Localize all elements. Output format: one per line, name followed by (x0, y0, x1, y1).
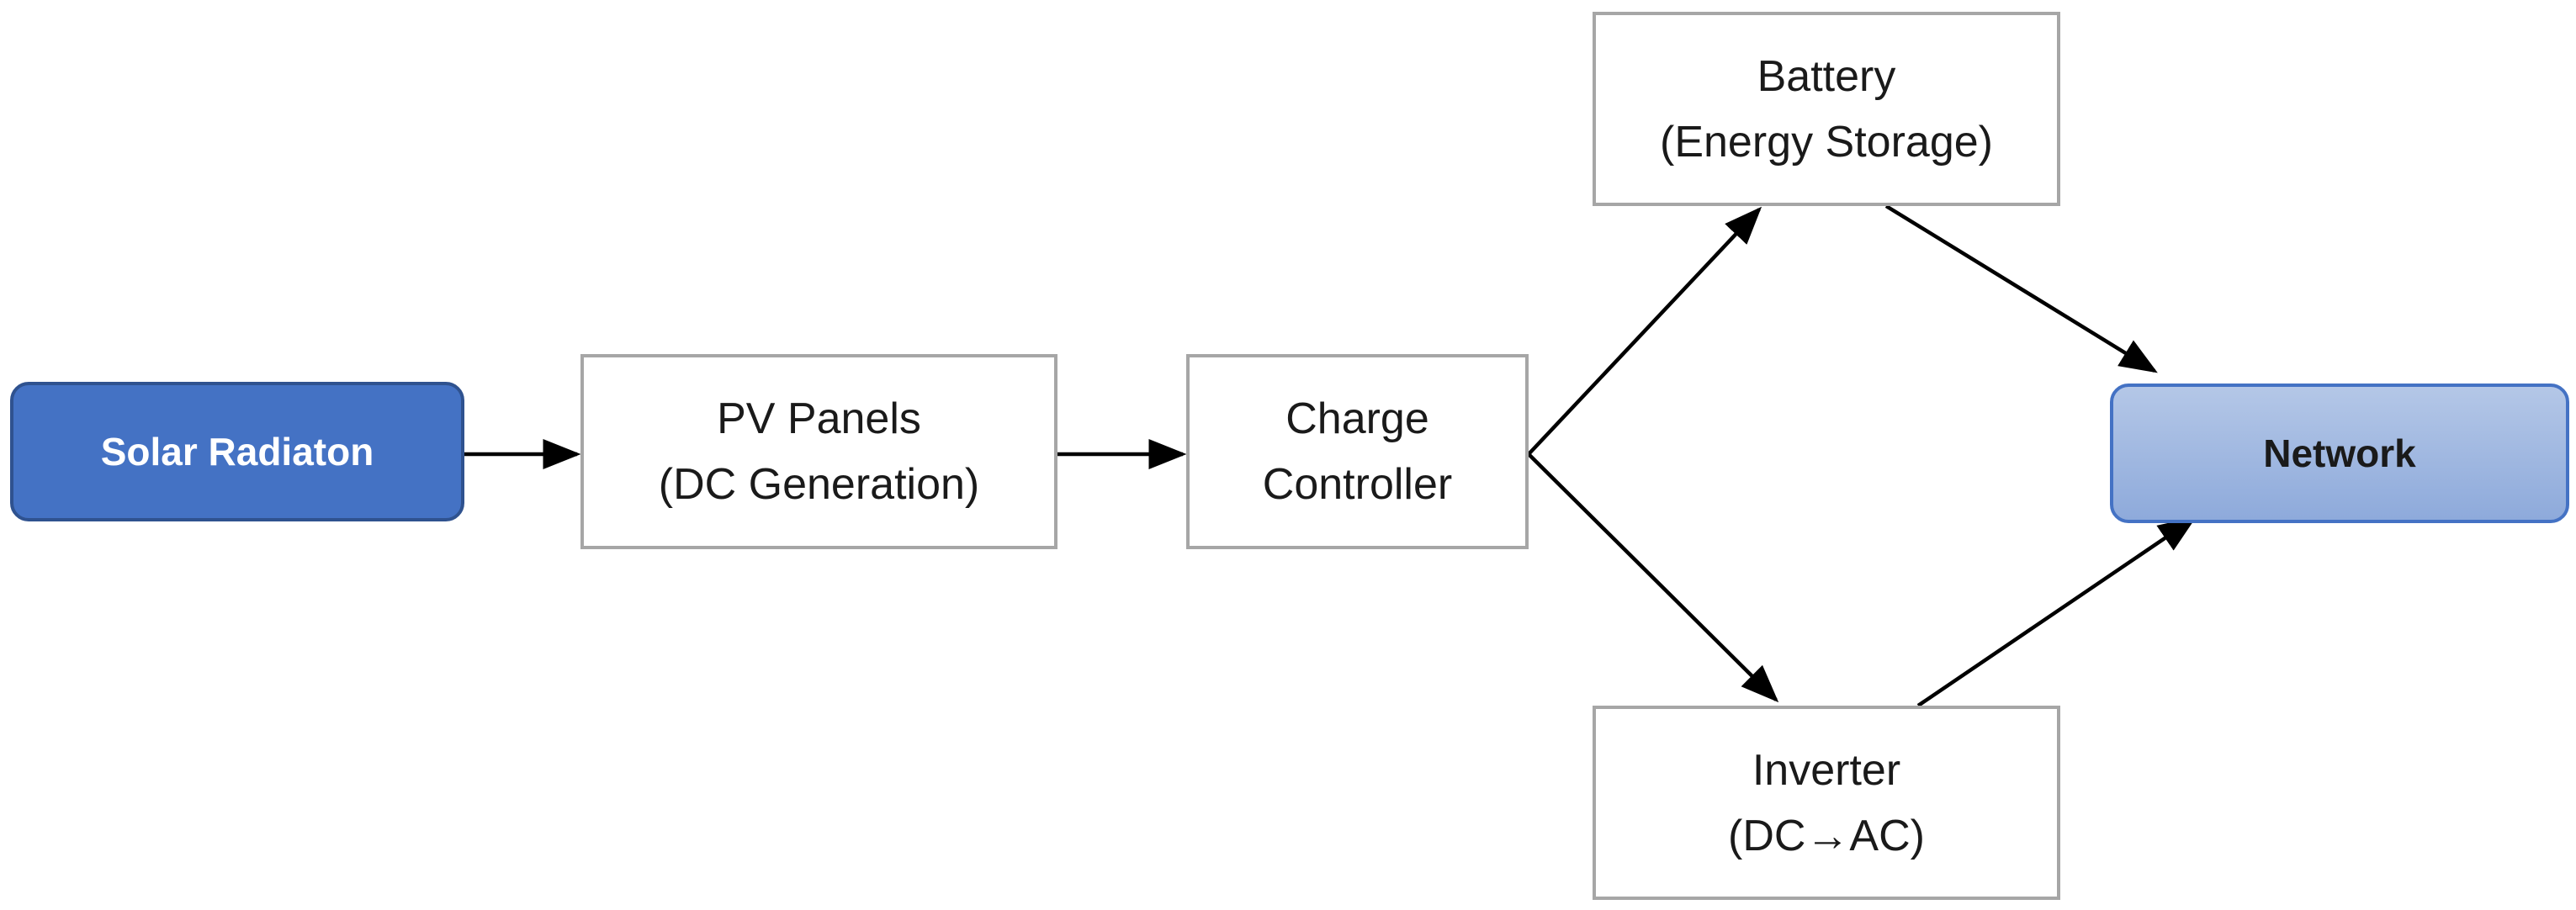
node-battery: Battery (Energy Storage) (1593, 12, 2060, 206)
node-sublabel: (DC→AC) (1728, 811, 1925, 860)
node-charge-controller: Charge Controller (1186, 354, 1529, 549)
node-network: Network (2110, 384, 2569, 523)
node-label: PV Panels (717, 394, 921, 443)
node-label: Charge (1285, 394, 1429, 443)
edge-charge-to-battery (1527, 206, 1762, 456)
edge-inverter-to-network (1916, 516, 2197, 707)
node-pv-panels: PV Panels (DC Generation) (580, 354, 1057, 549)
edge-battery-to-network (1884, 204, 2158, 373)
node-sublabel: (Energy Storage) (1660, 117, 1993, 167)
node-label: Battery (1757, 51, 1896, 101)
node-label: Network (2263, 431, 2416, 475)
node-solar-radiation: Solar Radiaton (10, 382, 464, 521)
node-label: Inverter (1752, 745, 1901, 795)
node-sublabel: Controller (1262, 460, 1453, 509)
node-label: Solar Radiaton (100, 430, 374, 474)
node-sublabel: (DC Generation) (658, 460, 980, 509)
edge-charge-to-inverter (1527, 452, 1779, 703)
node-inverter: Inverter (DC→AC) (1593, 706, 2060, 900)
